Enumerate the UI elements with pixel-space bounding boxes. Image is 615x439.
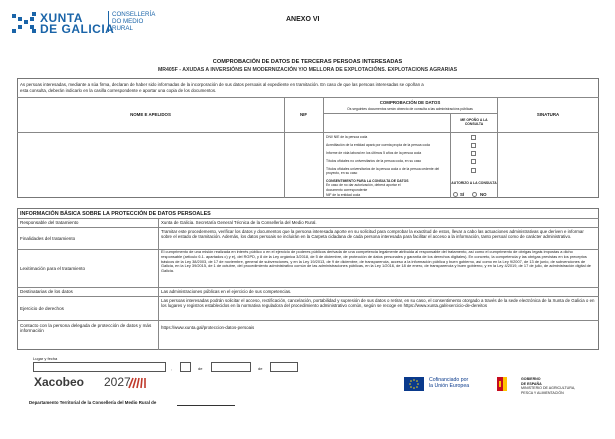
xacobeo-logo: Xacobeo [34, 375, 85, 389]
table-rule [17, 287, 599, 288]
doc-item: DNI/ NIE de la persoa coda [326, 135, 368, 139]
row-text: Las persoas interesadas podrán solicitar… [161, 298, 595, 309]
scallop-shell-icon [128, 377, 146, 389]
spain-ministry-label: GOBIERNO DE ESPAÑA MINISTERIO DE AGRICUL… [521, 377, 576, 395]
table-rule [323, 113, 497, 114]
row-text: Xunta de Galicia. Secretaría General Téc… [161, 220, 317, 225]
authorize-yes-radio[interactable] [453, 192, 458, 197]
row-label: Finalidades del tratamiento [20, 236, 76, 241]
table-rule [17, 97, 599, 98]
row-label: Lexitimación para el tratamiento [20, 266, 86, 271]
department-input[interactable] [177, 405, 235, 406]
eu-cofinance-label: Cofinanciado por la Unión Europea [429, 377, 470, 389]
data-protection-table [17, 208, 599, 350]
month-input[interactable] [211, 362, 251, 372]
col-name-header: NOME E APELIDOS [130, 112, 171, 117]
spain-coat-icon [497, 377, 519, 391]
org-name: XUNTA DE GALICIA [40, 11, 115, 36]
third-party-table [17, 78, 599, 198]
oppose-checkbox[interactable] [471, 159, 476, 164]
row-text: Las administraciones públicas en el ejer… [161, 289, 292, 294]
day-input[interactable] [180, 362, 191, 372]
col-nif-header: NIF [299, 112, 308, 117]
oppose-checkbox[interactable] [471, 143, 476, 148]
consent-text: En caso de no dar autorización, deberá a… [326, 183, 401, 188]
yes-label: SÍ [460, 192, 465, 197]
row-label: Ejercicio de derechos [20, 306, 64, 311]
de-label: de [258, 366, 263, 371]
table-rule [17, 132, 599, 133]
oppose-checkbox[interactable] [471, 151, 476, 156]
consent-text: documento correspondente [326, 187, 368, 192]
row-label: Responsable del tratamiento [20, 220, 79, 225]
table-rule [450, 113, 451, 198]
table-rule [497, 97, 498, 198]
footer-department: Departamento Territorial de la Conseller… [29, 400, 157, 405]
doc-item: Informe de vida laboral en los últimos 5… [326, 151, 422, 155]
table-rule [17, 227, 599, 228]
protection-heading: INFORMACIÓN BÁSICA SOBRE LA PROTECCIÓN D… [20, 211, 211, 217]
col-check-subheader: Os seguintes documentos serán obxecto de… [347, 107, 473, 111]
eu-flag-icon [404, 377, 424, 391]
table-rule [323, 97, 324, 198]
row-label: Contacto con la persona delegada de prot… [20, 323, 152, 334]
comma: , [171, 366, 173, 371]
consent-title: CONSENTIMENTO PARA LA CONSULTA DE DATOS [326, 179, 409, 183]
place-date-label: Lugar y fecha [33, 356, 58, 361]
doc-item: Acreditación de la entidad apará por cue… [326, 143, 430, 147]
table-rule [284, 97, 285, 198]
de-label: de [198, 366, 203, 371]
place-input[interactable] [33, 362, 166, 372]
consent-item: NIF de la entidad coda [326, 192, 361, 197]
year-input[interactable] [270, 362, 298, 372]
doc-list: DNI/ NIE de la persoa coda Acreditación … [326, 135, 448, 197]
col-sign-header: SINATURA [536, 112, 560, 117]
department-name: CONSELLERÍA DO MEDIO RURAL [108, 11, 155, 32]
table-rule [17, 249, 599, 250]
oppose-checkbox[interactable] [471, 168, 476, 173]
no-label: NO [480, 192, 487, 197]
row-label: Destinatarias de los datos [20, 289, 73, 294]
authorize-no-radio[interactable] [472, 192, 477, 197]
oppose-checkbox[interactable] [471, 135, 476, 140]
table-rule [158, 218, 159, 350]
col-oppose-header: ME OPOÑO A LA CONSULTA [460, 118, 488, 127]
row-link[interactable]: https://www.xunta.gal/proteccion-datos-p… [161, 325, 255, 330]
row-text: El cumprimento de una misión realizada e… [161, 249, 591, 274]
table-rule [17, 218, 599, 219]
doc-item: Títulos oficiales universitarios de la p… [326, 167, 440, 176]
intro-text: As persoas interesadas, mediante a súa f… [20, 82, 424, 93]
form-subtitle: MR405F - AXUDAS A INVERSIÓNS EN MODERNIZ… [157, 67, 458, 73]
col-check-header: COMPROBACIÓN DE DATOS [379, 100, 441, 105]
annex-title: ANEXO VI [286, 16, 320, 23]
table-rule [17, 320, 599, 321]
doc-item: Títulos oficiales no universitarios de l… [326, 159, 422, 163]
xacobeo-year: 2027 [104, 375, 131, 389]
xunta-logo-icon [12, 12, 36, 33]
form-title: COMPROBACIÓN DE DATOS DE TERCERAS PERSOA… [212, 59, 403, 65]
authorize-label: AUTORIZO A LA CONSULTA [451, 181, 497, 185]
row-text: Tramitar este procedemento, verificar lo… [161, 229, 584, 240]
table-rule [17, 296, 599, 297]
